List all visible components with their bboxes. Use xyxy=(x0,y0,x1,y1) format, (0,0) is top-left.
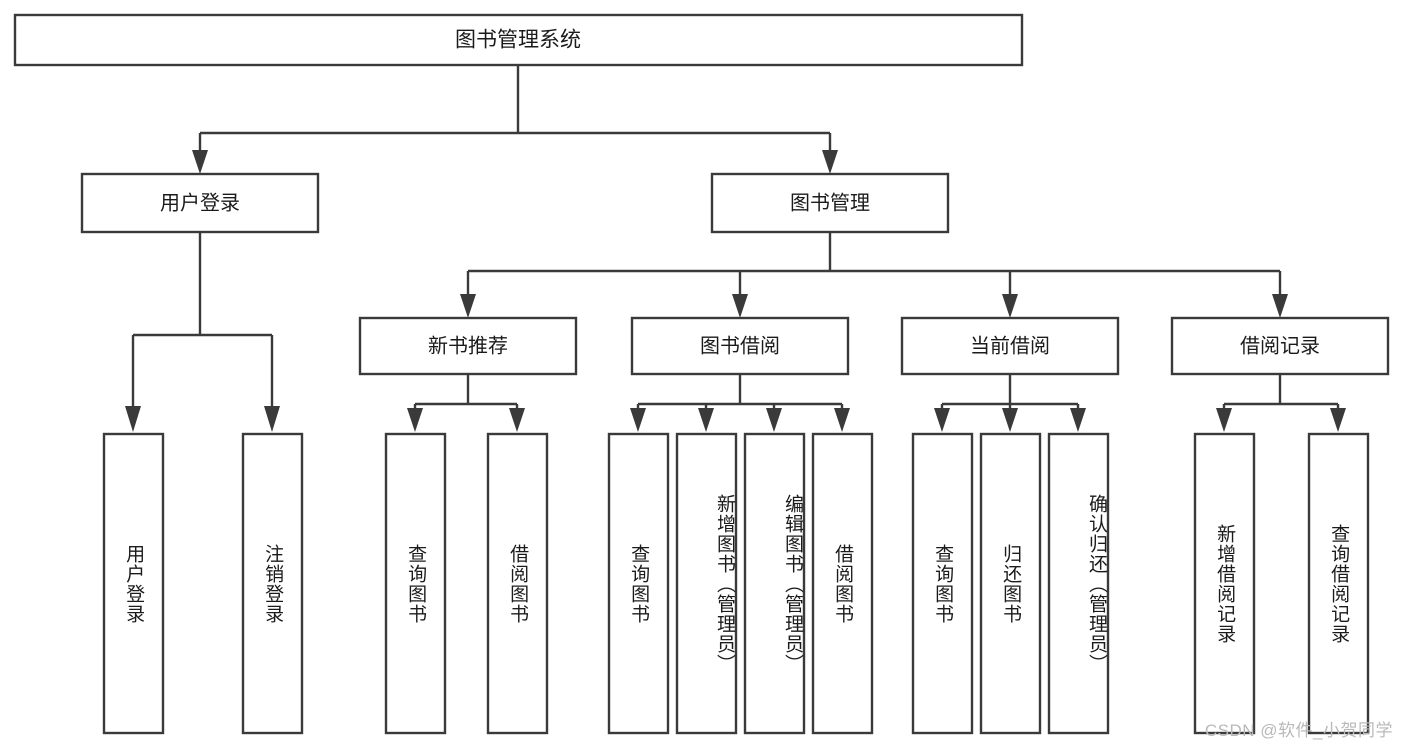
node-box-root xyxy=(13,13,1024,67)
node-label-current-borrow: 当前借阅 xyxy=(970,334,1050,357)
arrow-head-new-book-child-2 xyxy=(509,408,525,432)
csdn-watermark: CSDN @软件_小贺同学 xyxy=(1204,721,1393,740)
arrow-head-current-borrow-child-2 xyxy=(1002,408,1018,432)
arrow-head-user-login xyxy=(192,150,208,174)
node-borrow-record[interactable]: 借阅记录 xyxy=(1170,316,1390,376)
node-box-leaf-user-login[interactable] xyxy=(102,432,165,735)
arrow-head-book-borrow-child-2 xyxy=(698,408,714,432)
node-label-user-login: 用户登录 xyxy=(160,191,240,214)
connector-group xyxy=(125,66,1346,432)
node-box-current-borrow xyxy=(900,316,1120,376)
node-label-root: 图书管理系统 xyxy=(455,29,581,52)
arrow-head-user-login-child-1 xyxy=(125,406,141,432)
node-label-book-borrow: 图书借阅 xyxy=(700,334,780,357)
arrow-head-book-borrow-child-4 xyxy=(834,408,850,432)
node-label-new-book-recommend: 新书推荐 xyxy=(428,334,508,357)
node-box-leaf-query-record[interactable] xyxy=(1307,432,1370,735)
node-box-book-manage xyxy=(710,172,950,234)
arrow-head-user-login-child-2 xyxy=(264,406,280,432)
node-box-leaf-query-book-3[interactable] xyxy=(911,432,974,735)
node-label-book-manage: 图书管理 xyxy=(790,191,870,214)
node-box-leaf-return-book[interactable] xyxy=(979,432,1042,735)
arrow-head-book-borrow-child-3 xyxy=(766,408,782,432)
node-current-borrow[interactable]: 当前借阅 xyxy=(900,316,1120,376)
node-root-system[interactable]: 图书管理系统 xyxy=(13,13,1024,67)
node-book-manage[interactable]: 图书管理 xyxy=(710,172,950,234)
node-box-leaf-query-book-2[interactable] xyxy=(607,432,670,735)
node-book-borrow[interactable]: 图书借阅 xyxy=(630,316,850,376)
node-box-leaf-query-book-1[interactable] xyxy=(384,432,447,735)
node-box-leaf-logout[interactable] xyxy=(241,432,304,735)
node-box-leaf-borrow-book-1[interactable] xyxy=(486,432,549,735)
node-box-book-borrow xyxy=(630,316,850,376)
node-box-leaf-confirm-return[interactable] xyxy=(1047,432,1110,735)
arrow-head-book-borrow-child-1 xyxy=(630,408,646,432)
arrow-head-borrow-record-child-2 xyxy=(1330,408,1346,432)
node-user-login[interactable]: 用户登录 xyxy=(80,172,320,234)
node-new-book-recommend[interactable]: 新书推荐 xyxy=(358,316,578,376)
arrow-head-new-book-child-1 xyxy=(407,408,423,432)
node-box-leaf-add-record[interactable] xyxy=(1193,432,1256,735)
arrow-head-new-book xyxy=(460,294,476,318)
arrow-head-book-borrow xyxy=(732,294,748,318)
node-box-new-book-recommend xyxy=(358,316,578,376)
node-box-borrow-record xyxy=(1170,316,1390,376)
arrow-head-current-borrow xyxy=(1002,294,1018,318)
arrow-head-borrow-record-child-1 xyxy=(1216,408,1232,432)
arrow-head-current-borrow-child-3 xyxy=(1070,408,1086,432)
node-box-leaf-borrow-book-2[interactable] xyxy=(811,432,874,735)
arrow-head-current-borrow-child-1 xyxy=(934,408,950,432)
arrow-head-book-manage xyxy=(822,150,838,174)
arrow-head-borrow-record xyxy=(1272,294,1288,318)
node-box-leaf-edit-book[interactable] xyxy=(743,432,806,735)
node-box-leaf-add-book[interactable] xyxy=(675,432,738,735)
node-box-user-login xyxy=(80,172,320,234)
node-label-borrow-record: 借阅记录 xyxy=(1240,334,1320,357)
